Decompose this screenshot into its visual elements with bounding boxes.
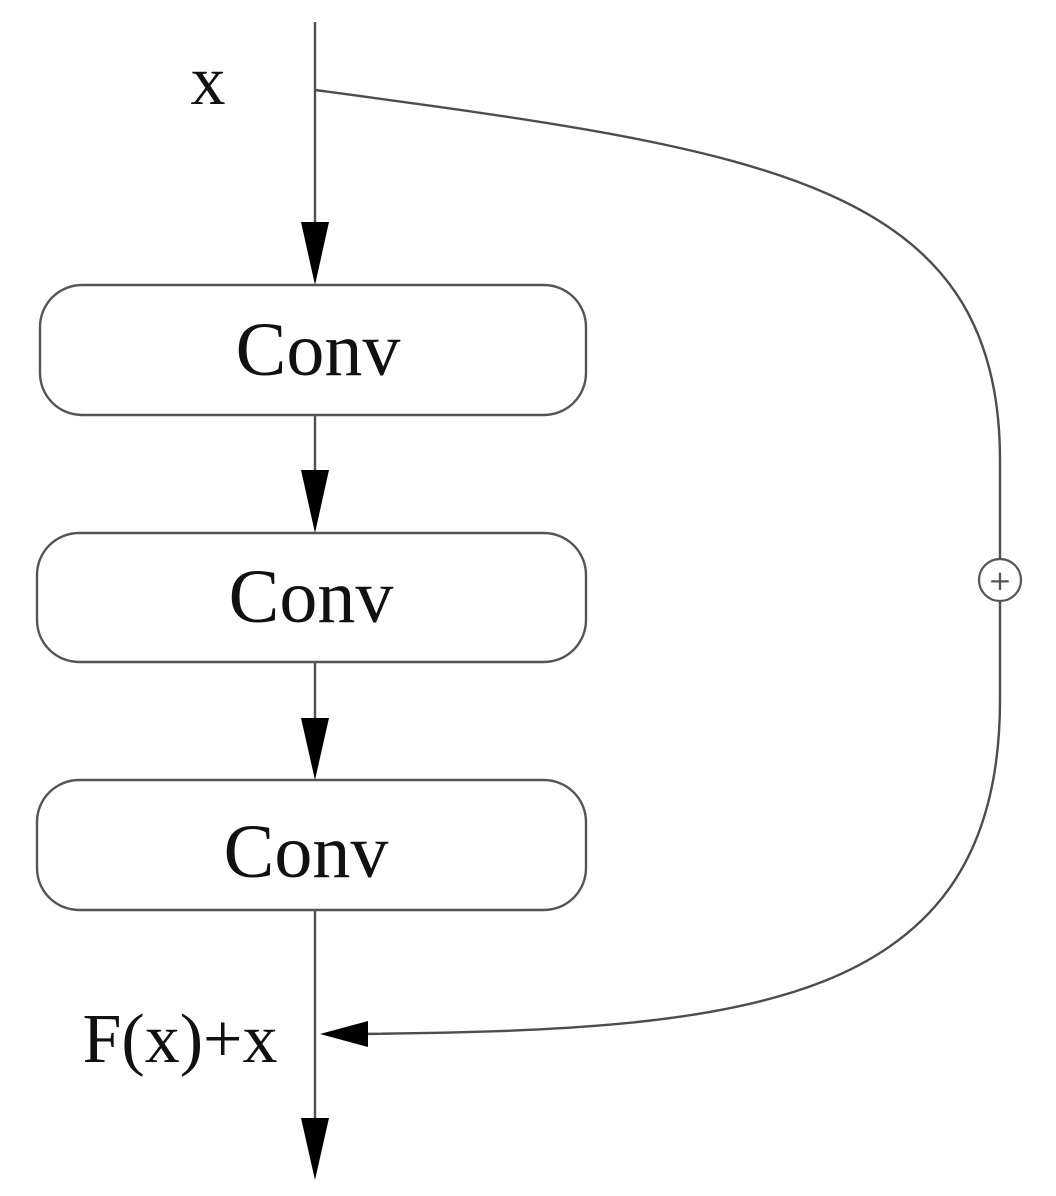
arrowhead-output: [301, 1118, 329, 1180]
conv-block-2: Conv: [35, 531, 588, 664]
arrowhead-into-conv1: [301, 222, 329, 285]
skip-connection-path: [314, 88, 1002, 560]
conv-block-2-label: Conv: [229, 555, 394, 639]
conv-block-1: Conv: [38, 283, 588, 417]
add-operation-circle: [977, 557, 1023, 603]
arrowhead-into-conv2: [301, 470, 329, 533]
arrowhead-skip-merge: [320, 1021, 368, 1047]
output-label: F(x)+x: [82, 1001, 277, 1078]
arrowhead-into-conv3: [301, 718, 329, 780]
skip-connection-return-path: [359, 600, 1002, 1036]
conv-block-1-label: Conv: [236, 308, 401, 392]
add-operation-symbol: +: [988, 564, 1011, 597]
conv-block-3: Conv: [35, 778, 588, 912]
input-label: x: [191, 43, 226, 120]
conv-block-3-label: Conv: [224, 810, 389, 894]
